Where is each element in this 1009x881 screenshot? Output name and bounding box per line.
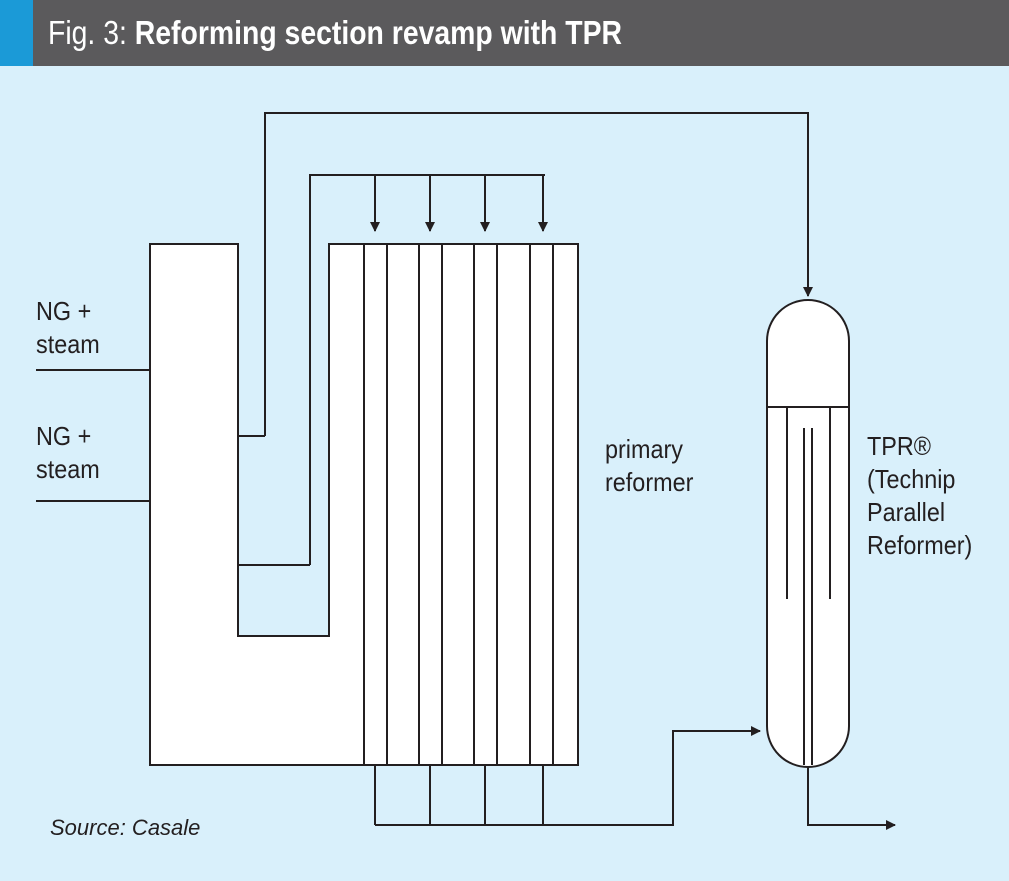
figure-title-text: Reforming section revamp with TPR — [134, 14, 623, 51]
feed-label-top-line1: NG + — [36, 296, 92, 326]
reformer-tubes — [363, 244, 554, 765]
feed-label-bottom-line2: steam — [36, 454, 100, 484]
tpr-feed-line — [264, 112, 813, 436]
tpr-label-line1: TPR® — [867, 431, 932, 461]
primary-reformer-label: primary reformer — [605, 433, 693, 499]
figure-title: Fig. 3: Reforming section revamp with TP… — [48, 11, 622, 55]
tube-feed-header — [309, 174, 545, 565]
tpr-vessel — [766, 299, 850, 768]
primary-reformer-label-line1: primary — [605, 434, 684, 464]
outlet-collector-to-tpr — [375, 726, 761, 826]
figure-header: Fig. 3: Reforming section revamp with TP… — [0, 0, 1009, 66]
tpr-label: TPR® (Technip Parallel Reformer) — [867, 430, 972, 562]
feed-label-bottom-line1: NG + — [36, 421, 92, 451]
tpr-tubes — [786, 407, 831, 765]
feed-label-bottom: NG + steam — [36, 420, 100, 486]
feed-label-top: NG + steam — [36, 295, 100, 361]
tpr-outlet-line — [807, 767, 896, 830]
feed-label-top-line2: steam — [36, 329, 100, 359]
tpr-label-line3: Parallel — [867, 497, 946, 527]
figure-number: Fig. 3: — [48, 14, 135, 51]
tpr-label-line2: (Technip — [867, 464, 956, 494]
tpr-label-line4: Reformer) — [867, 530, 973, 560]
primary-reformer-label-line2: reformer — [605, 467, 694, 497]
source-caption: Source: Casale — [50, 815, 201, 840]
header-accent-bar — [0, 0, 33, 66]
